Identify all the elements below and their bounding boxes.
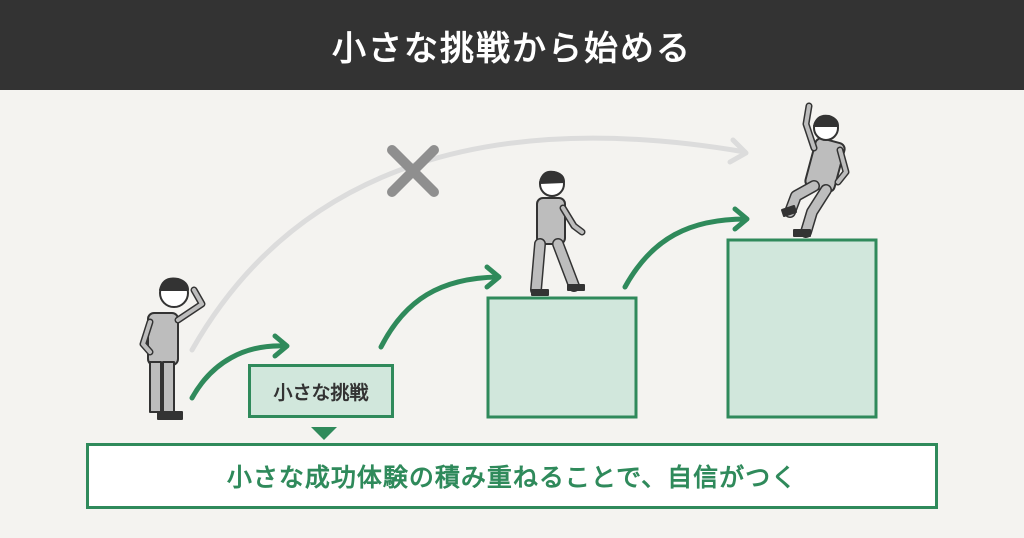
person-thinking-icon [139,277,206,420]
cross-mark-icon [387,145,439,197]
step-block-top [726,238,878,419]
person-celebrating-icon [781,102,850,238]
page-title: 小さな挑戦から始める [332,28,692,69]
person-walking-icon [530,170,586,296]
small-challenge-label: 小さな挑戦 [248,364,394,418]
step-block-middle [486,296,638,419]
arrow-icon [189,206,750,401]
conclusion-message: 小さな成功体験の積み重ねることで、自信がつく [86,443,938,509]
header-bar: 小さな挑戦から始める [0,0,1024,90]
pointer-triangle-icon [311,427,337,440]
